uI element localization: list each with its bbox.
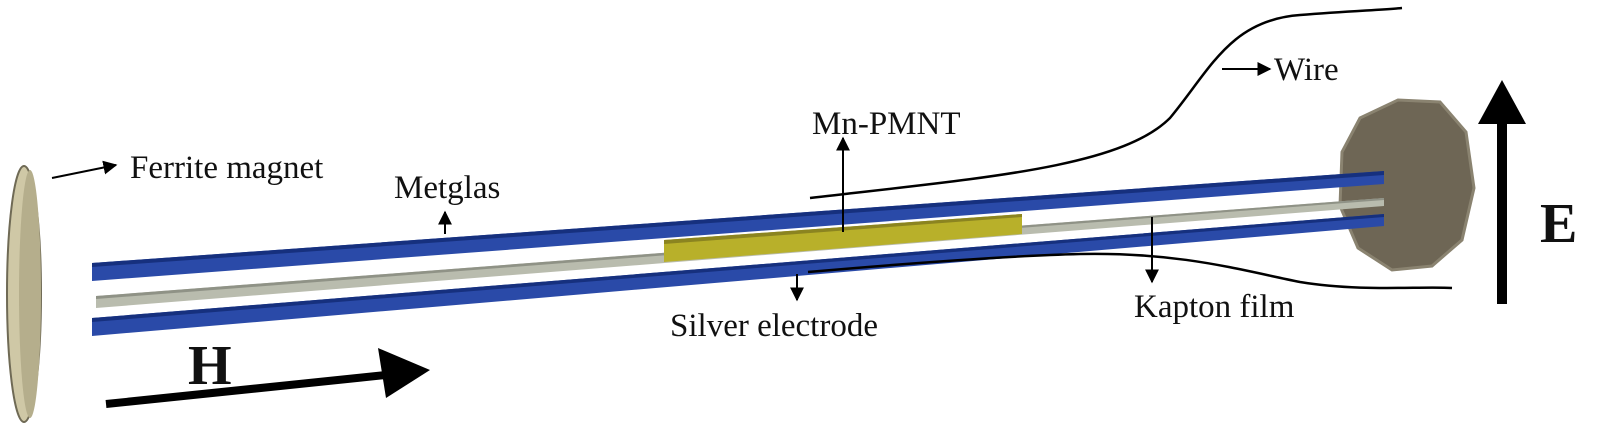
mn-pmnt-label: Mn-PMNT xyxy=(812,106,961,142)
right-ferrite-magnet xyxy=(1338,98,1476,272)
ferrite-magnet-label: Ferrite magnet xyxy=(130,150,323,186)
wire-label: Wire xyxy=(1274,52,1339,88)
e-field-arrow xyxy=(1478,80,1526,304)
kapton-film-label: Kapton film xyxy=(1134,289,1295,325)
metglas-strip-bottom xyxy=(92,214,1384,336)
wire-lower xyxy=(807,252,1453,290)
h-field-label: H xyxy=(188,335,232,397)
h-field-arrow xyxy=(105,348,430,408)
silver-electrode-label: Silver electrode xyxy=(670,308,878,344)
left-ferrite-magnet xyxy=(6,165,42,423)
ferrite-magnet-pointer xyxy=(51,160,118,179)
e-field-label: E xyxy=(1540,193,1577,255)
metglas-label: Metglas xyxy=(394,170,500,206)
metglas-strip-top xyxy=(92,171,1384,281)
wire-upper xyxy=(809,6,1403,200)
